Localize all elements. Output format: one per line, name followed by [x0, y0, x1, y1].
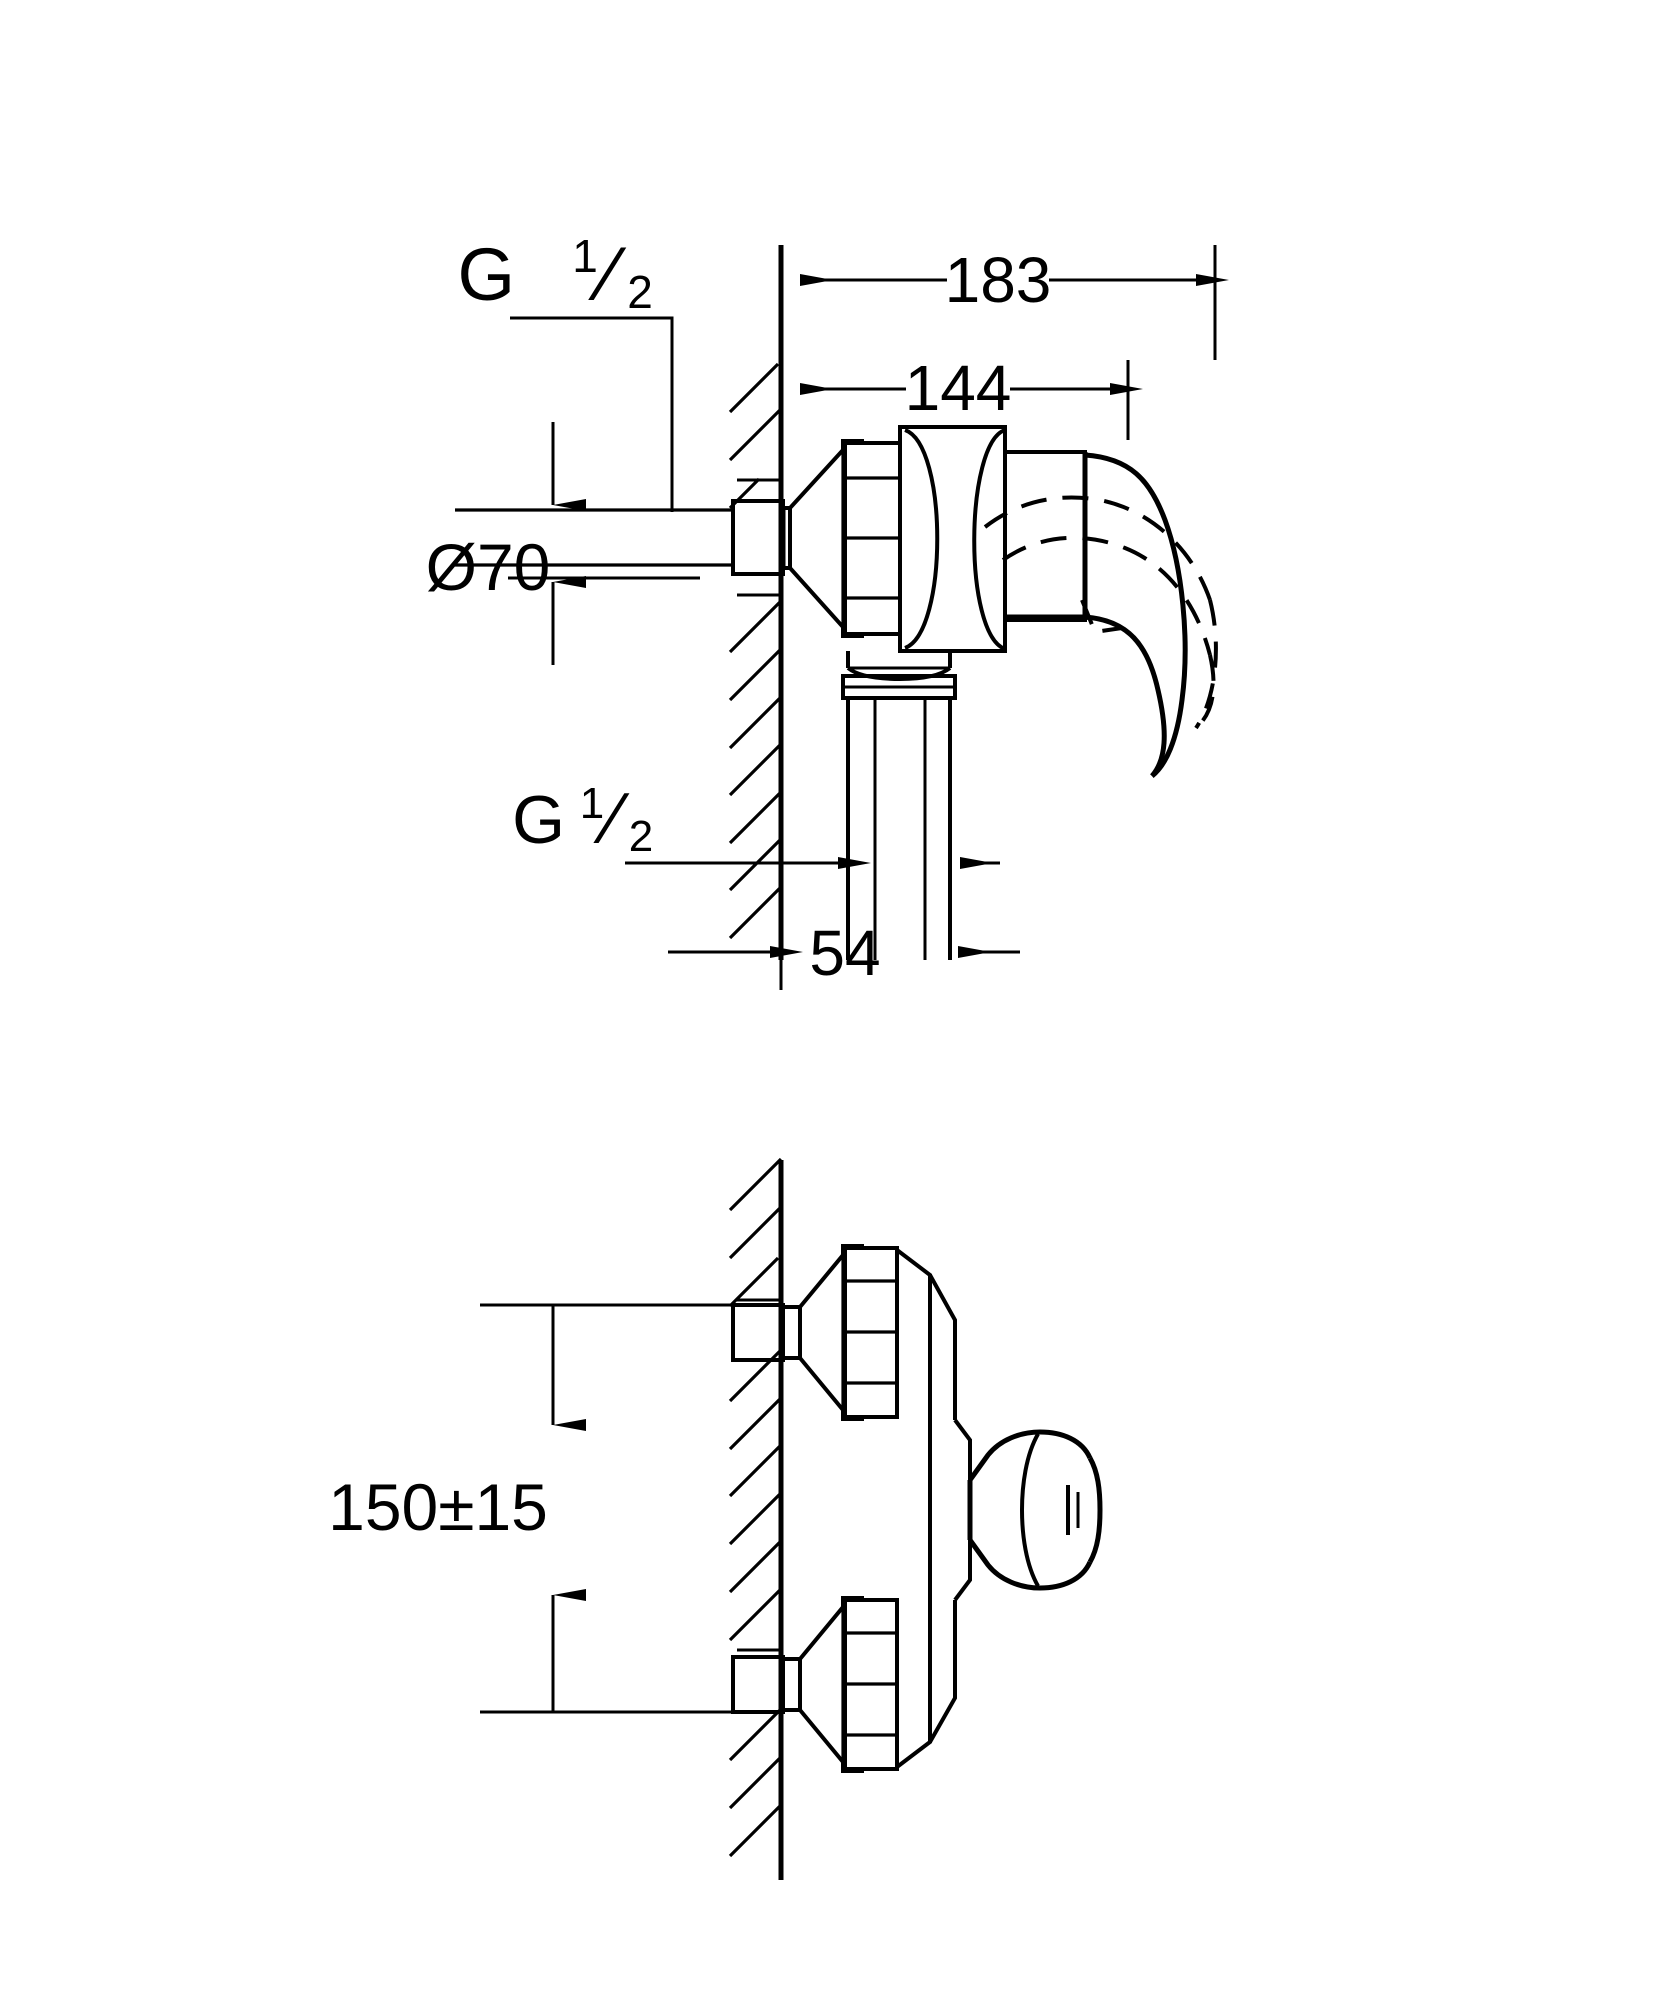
dimension-150-plusminus-15 — [480, 1303, 783, 1714]
outlet-pipe-top-view — [841, 651, 957, 960]
dimension-label-144: 144 — [905, 352, 1012, 424]
dimension-183 — [779, 245, 1229, 360]
label-g-half-upper: G 1 ⁄ 2 — [457, 230, 652, 318]
mixer-body-bottom-view — [895, 1248, 972, 1769]
dimension-label-54: 54 — [809, 917, 880, 989]
frac-denominator-upper: 2 — [627, 266, 653, 318]
wall-section-top-view — [728, 245, 784, 960]
upper-inlet-assembly — [731, 1244, 899, 1421]
dimension-144 — [800, 360, 1143, 440]
frac-numerator-outlet: 1 — [580, 779, 604, 828]
hex-union-nut-top-view — [843, 441, 902, 636]
leader-g-half-upper — [510, 316, 674, 512]
cartridge-boss-bottom-view — [967, 1429, 1103, 1591]
dimension-label-diameter-70: Ø70 — [426, 530, 551, 604]
lower-inlet-assembly — [731, 1596, 899, 1773]
dimension-label-183: 183 — [945, 244, 1052, 316]
frac-numerator-upper: 1 — [572, 230, 598, 282]
g-letter-outlet: G — [512, 782, 565, 858]
dimension-label-150-15: 150±15 — [328, 1470, 548, 1544]
dimension-54 — [668, 862, 1020, 990]
lever-handle-raised-phantom — [983, 495, 1218, 730]
label-g-half-outlet: G 1 ⁄ 2 — [512, 779, 653, 861]
g-letter-upper: G — [457, 233, 515, 316]
lever-handle-top-view — [1007, 452, 1188, 778]
valve-body-top-view — [898, 425, 1088, 653]
wall-section-bottom-view — [728, 1157, 784, 1880]
dimension-diameter-70 — [508, 508, 700, 665]
frac-denominator-outlet: 2 — [629, 812, 653, 861]
